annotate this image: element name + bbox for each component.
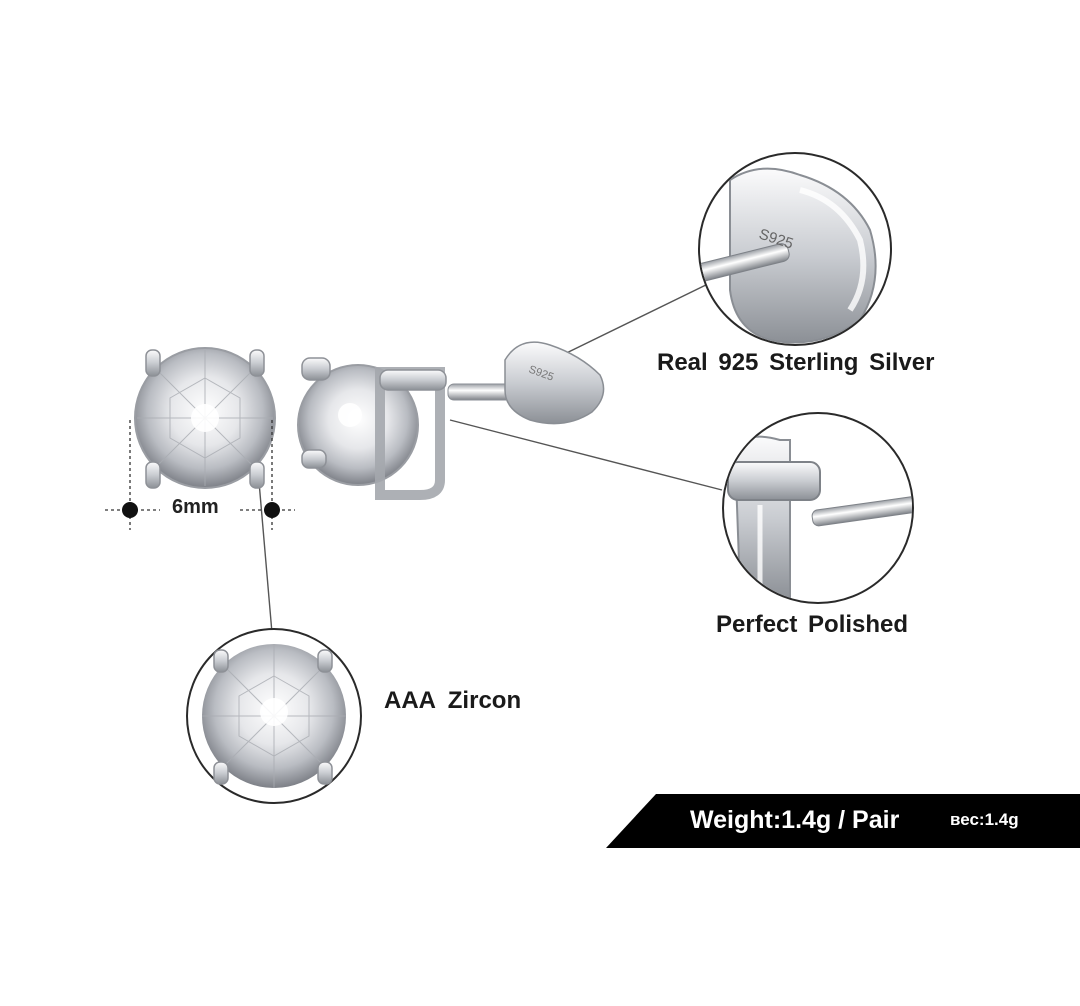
weight-text-ru: вес:1.4g: [950, 810, 1019, 829]
banner-background: [606, 794, 1080, 848]
zircon-label: AAA Zircon: [384, 687, 522, 714]
polished-label: Perfect Polished: [716, 611, 909, 638]
zircon-closeup-image: [186, 628, 362, 804]
silver-label: Real 925 Sterling Silver: [657, 349, 935, 376]
weight-banner: Weight:1.4g / Pair вес:1.4g: [606, 794, 1080, 848]
size-label: 6mm: [172, 496, 219, 518]
weight-text: Weight:1.4g / Pair: [690, 806, 900, 834]
stamp-closeup-image: S925: [698, 152, 892, 346]
leader-lines: [257, 281, 723, 634]
front-earring-image: [105, 347, 295, 530]
polish-closeup-image: [722, 412, 914, 604]
side-earring-image: S925: [297, 341, 605, 500]
